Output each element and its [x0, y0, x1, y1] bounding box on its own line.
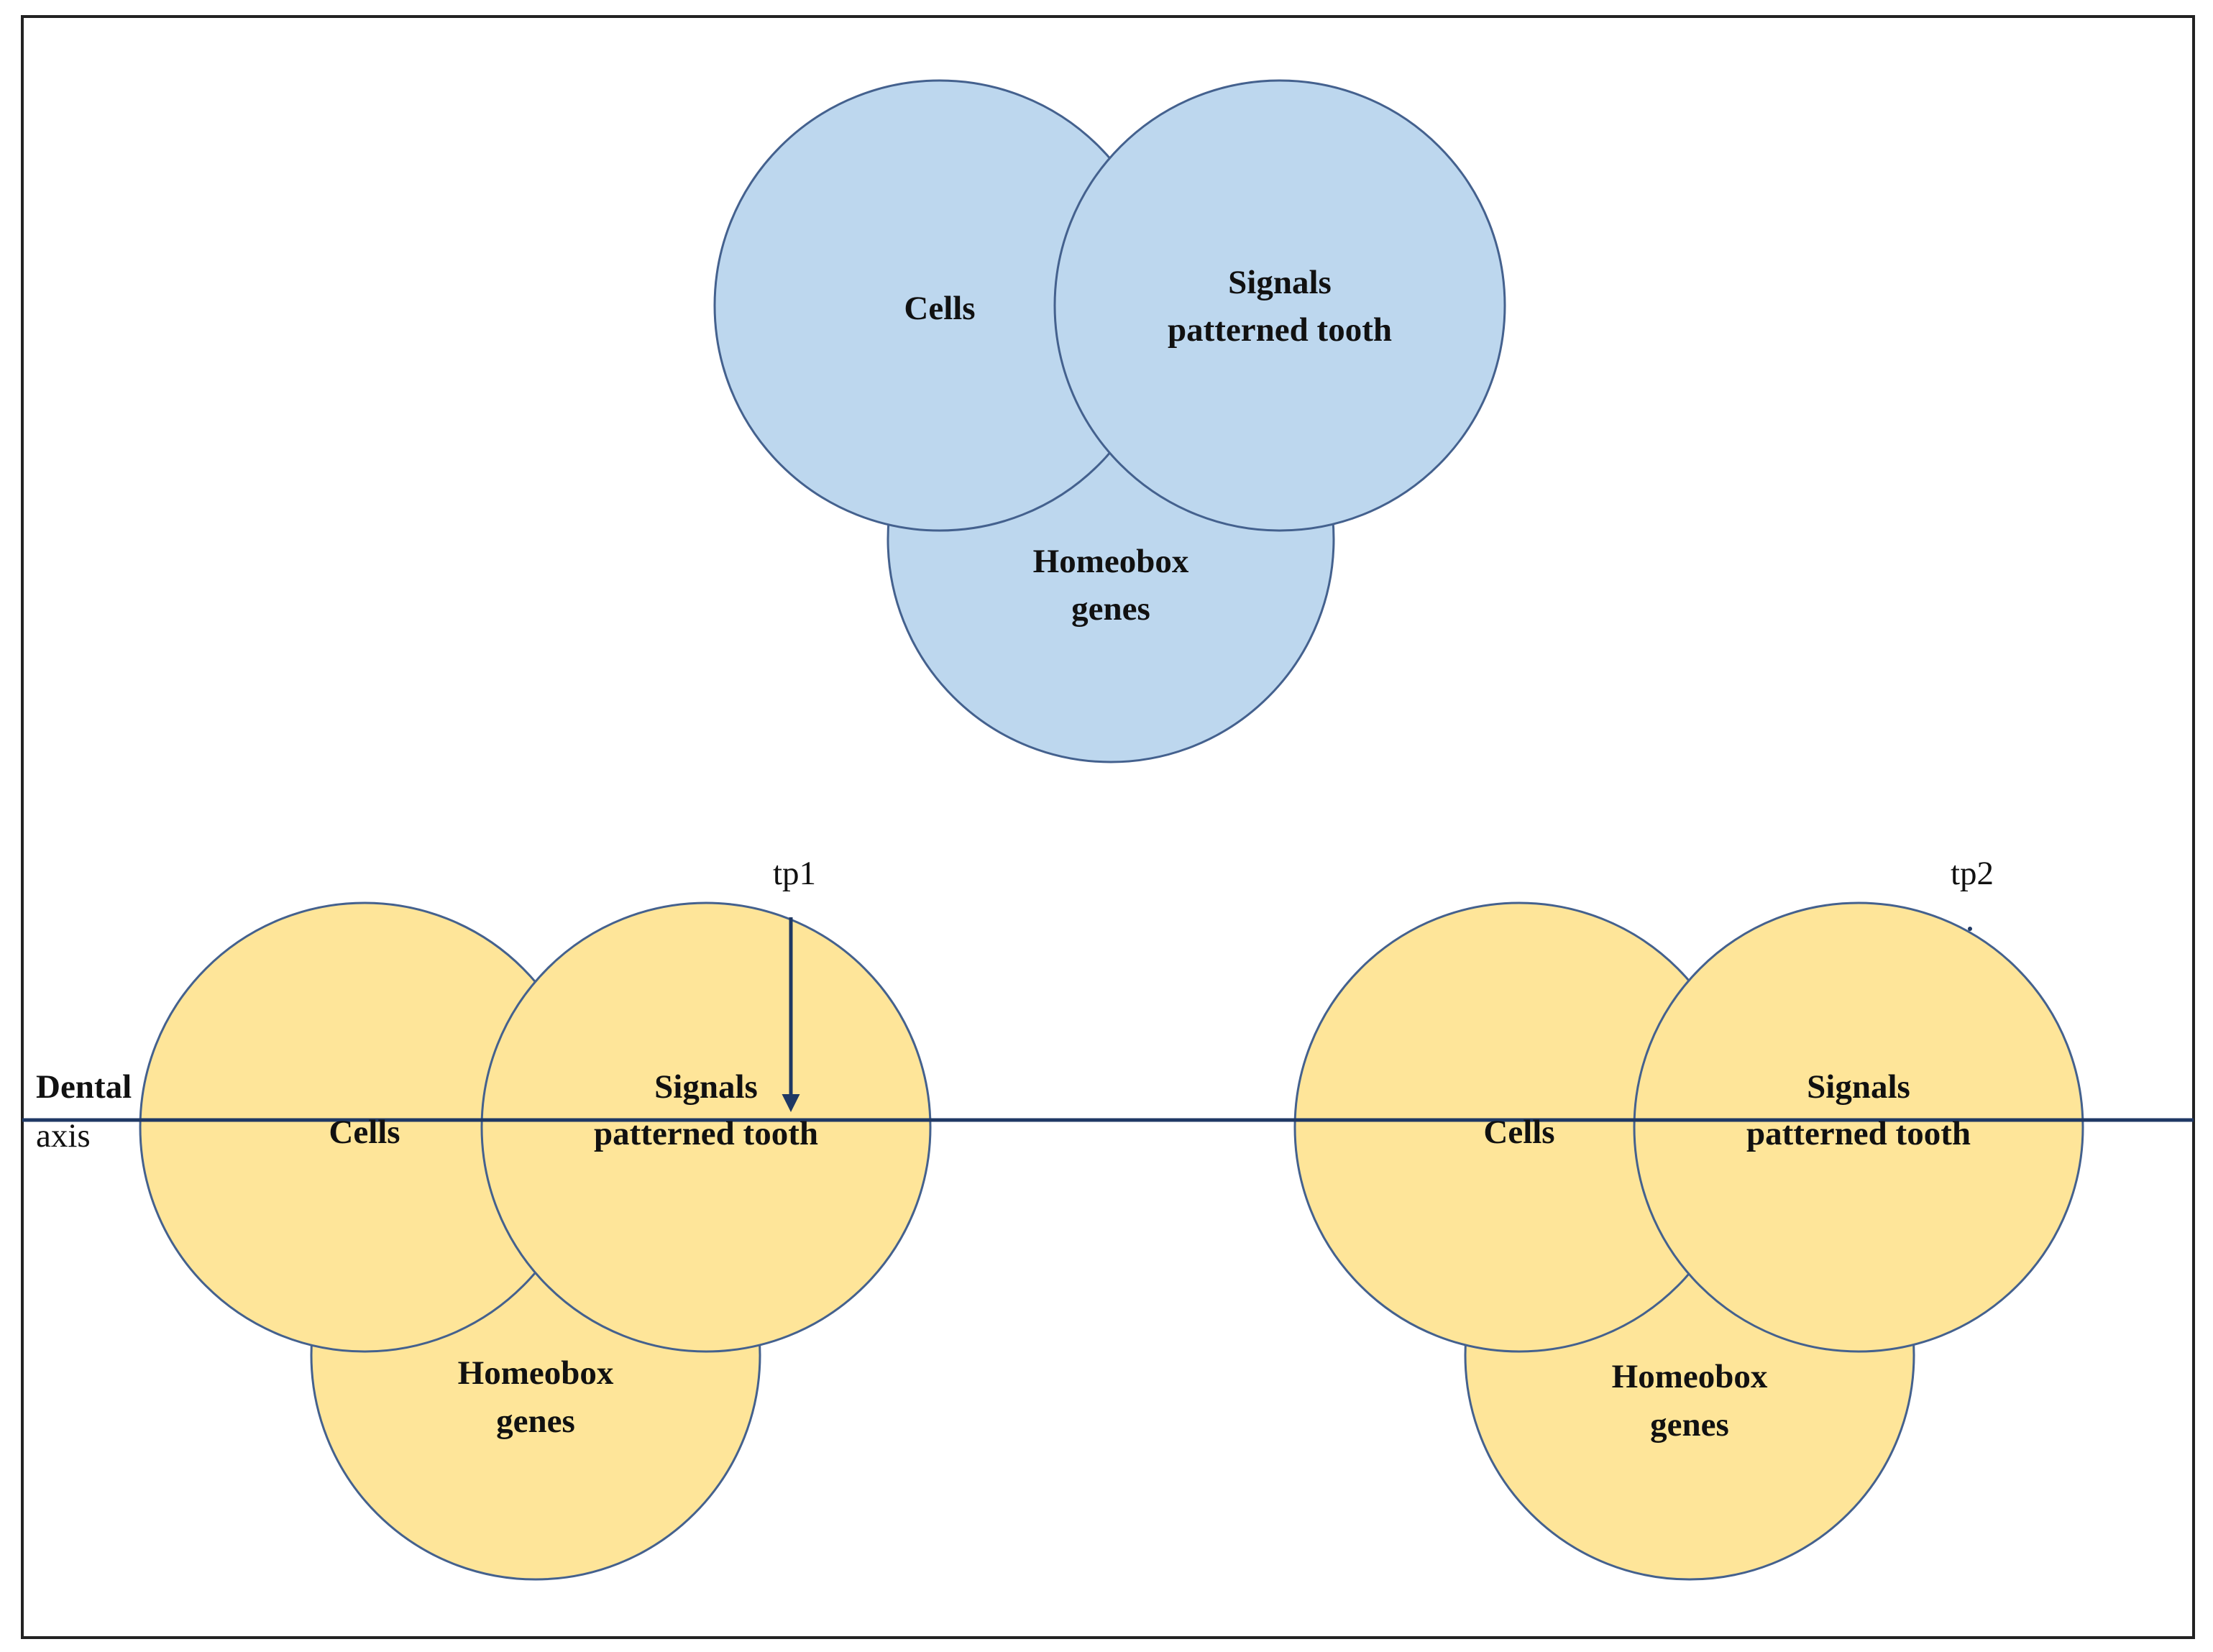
right-cells-label: Cells	[1483, 1114, 1554, 1151]
diagram-frame	[21, 15, 2195, 1639]
left-signals-label-line2: patterned tooth	[594, 1115, 818, 1152]
tp1-marker-label: tp1	[773, 855, 816, 892]
right-homeobox-label-line2: genes	[1650, 1406, 1729, 1444]
left-cells-label: Cells	[329, 1114, 400, 1151]
left-signals-label-line1: Signals	[654, 1068, 758, 1106]
dental-axis-label-line1: Dental	[36, 1068, 132, 1106]
left-signals-circle	[480, 901, 932, 1353]
right-signals-circle	[1633, 901, 2084, 1353]
top-cells-label: Cells	[904, 290, 975, 327]
right-venn-group	[1293, 901, 2084, 1581]
tp2-tick-dot	[1968, 927, 1972, 931]
right-signals-label-line1: Signals	[1807, 1068, 1910, 1106]
top-signals-label-line1: Signals	[1228, 264, 1332, 301]
tp2-marker-label: tp2	[1951, 855, 1994, 892]
right-signals-label-line2: patterned tooth	[1746, 1115, 1971, 1152]
top-homeobox-label-line2: genes	[1071, 590, 1150, 628]
top-signals-circle	[1053, 79, 1506, 532]
top-venn-group: Cells Signals patterned tooth Homeobox g…	[713, 79, 1506, 763]
left-homeobox-label-line2: genes	[496, 1403, 575, 1440]
left-homeobox-label-line1: Homeobox	[458, 1354, 614, 1392]
dental-axis-label-line2: axis	[36, 1117, 91, 1155]
left-venn-group	[139, 901, 932, 1581]
top-homeobox-label-line1: Homeobox	[1033, 543, 1189, 580]
right-homeobox-label-line1: Homeobox	[1612, 1358, 1768, 1395]
top-signals-label-line2: patterned tooth	[1168, 311, 1392, 349]
